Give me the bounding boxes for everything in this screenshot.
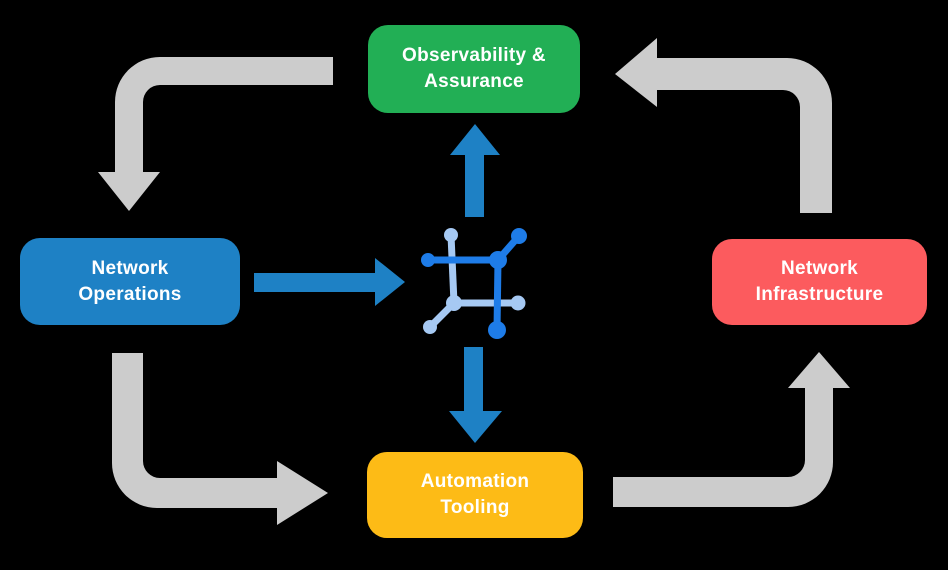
flow-arrow-center-to-observability bbox=[450, 124, 500, 217]
node-observability-assurance: Observability & Assurance bbox=[368, 25, 580, 113]
node-label-line: Automation bbox=[420, 471, 530, 492]
network-automation-icon bbox=[415, 225, 535, 345]
node-label-line: Infrastructure bbox=[755, 284, 884, 305]
icon-light-group bbox=[423, 228, 526, 334]
node-label-line: Operations bbox=[78, 283, 182, 305]
node-automation-tooling: Automation Tooling bbox=[367, 452, 583, 538]
flow-arrow-center-to-automation bbox=[449, 347, 502, 443]
node-label-line: Observability & bbox=[402, 45, 546, 66]
node-network-operations: Network Operations bbox=[20, 238, 240, 325]
node-network-infrastructure: Network Infrastructure bbox=[712, 239, 927, 325]
node-label-line: Network bbox=[780, 258, 859, 279]
node-label-line: Tooling bbox=[440, 497, 510, 518]
cycle-arrow-operations-to-automation bbox=[112, 353, 328, 525]
node-label-line: Network bbox=[91, 257, 169, 279]
cycle-arrow-infrastructure-to-observability bbox=[615, 38, 832, 213]
cycle-arrow-automation-to-infrastructure bbox=[613, 352, 850, 507]
cycle-arrow-observability-to-operations bbox=[98, 57, 333, 211]
icon-dark-group bbox=[421, 228, 527, 339]
flow-arrow-operations-to-center bbox=[254, 258, 405, 306]
node-label-line: Assurance bbox=[424, 71, 524, 92]
network-automation-icon-svg bbox=[421, 228, 527, 339]
